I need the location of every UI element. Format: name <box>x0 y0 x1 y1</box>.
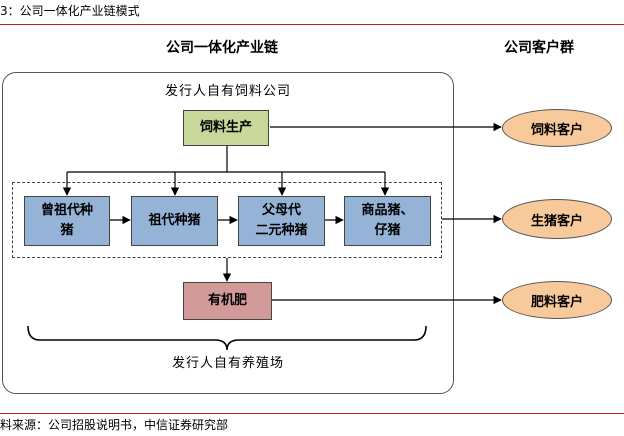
great-grandparent-label-line1: 曾祖代种 <box>40 203 93 218</box>
feed-company-label: 发行人自有饲料公司 <box>164 84 291 99</box>
organic-fertilizer-box: 有机肥 <box>183 282 272 320</box>
grandparent-label: 祖代种猪 <box>148 213 201 228</box>
pig-customer-ellipse: 生猪客户 <box>502 199 612 239</box>
organic-fertilizer-label: 有机肥 <box>207 293 247 308</box>
great-grandparent-label-line2: 猪 <box>60 223 74 238</box>
bottom-rule <box>0 413 624 414</box>
feed-customer-ellipse: 饲料客户 <box>502 109 612 147</box>
farm-label: 发行人自有养殖场 <box>171 356 284 371</box>
heading-industry-chain: 公司一体化产业链 <box>166 40 278 56</box>
figure-caption: 3：公司一体化产业链模式 <box>0 4 140 18</box>
parent-label-line2: 二元种猪 <box>255 223 308 238</box>
source-note: 料来源：公司招股说明书，中信证券研究部 <box>0 418 229 432</box>
feed-production-box: 饲料生产 <box>183 110 269 146</box>
great-grandparent-pig-box: 曾祖代种 猪 <box>24 196 110 246</box>
grandparent-pig-box: 祖代种猪 <box>131 196 218 246</box>
commercial-pig-box: 商品猪、 仔猪 <box>344 196 431 246</box>
farm-brace <box>27 325 427 351</box>
breeding-group-frame <box>12 182 442 258</box>
commercial-label-line2: 仔猪 <box>374 223 401 238</box>
parent-label-line1: 父母代 <box>261 203 301 218</box>
pig-customer-label: 生猪客户 <box>530 213 583 229</box>
company-frame <box>2 72 454 394</box>
commercial-label-line1: 商品猪、 <box>361 203 414 218</box>
fertilizer-customer-label: 肥料客户 <box>530 294 583 310</box>
fertilizer-customer-ellipse: 肥料客户 <box>502 281 612 319</box>
feed-customer-label: 饲料客户 <box>530 122 583 138</box>
top-rule <box>0 24 624 25</box>
parent-pig-box: 父母代 二元种猪 <box>238 196 325 246</box>
heading-customers: 公司客户群 <box>504 40 574 56</box>
feed-production-label: 饲料生产 <box>199 120 252 135</box>
